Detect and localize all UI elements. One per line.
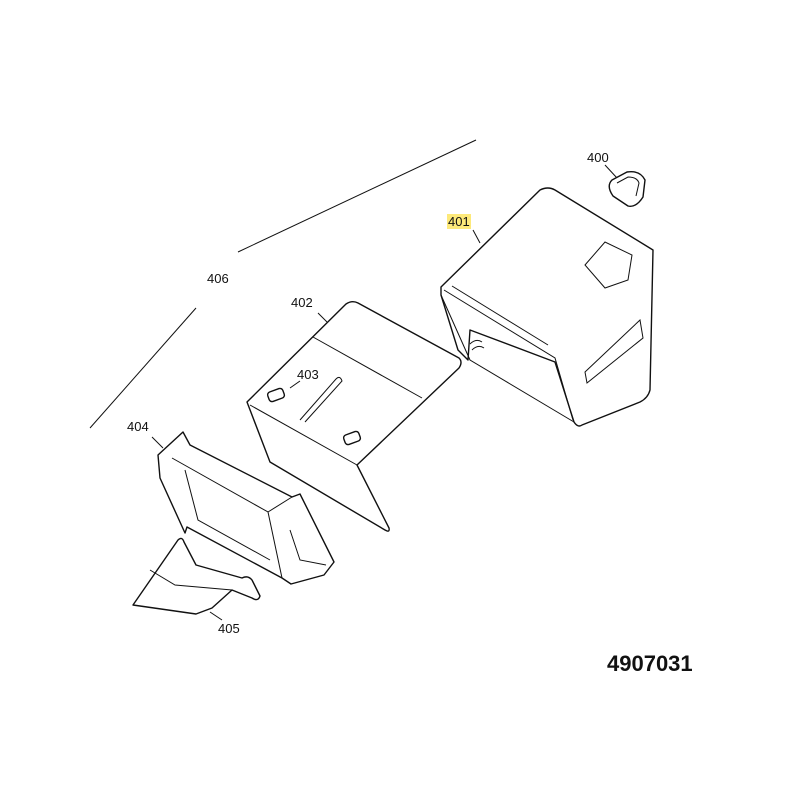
part-401-grass-bag-cover xyxy=(440,187,654,427)
part-400-cap xyxy=(604,164,646,207)
label-400: 400 xyxy=(587,150,609,165)
part-403-clips xyxy=(266,380,362,446)
part-404-chute-frame xyxy=(151,431,335,585)
label-402: 402 xyxy=(291,295,313,310)
drawing-number: 4907031 xyxy=(607,651,693,676)
label-405: 405 xyxy=(218,621,240,636)
assembly-406-bracket xyxy=(89,139,477,429)
label-404: 404 xyxy=(127,419,149,434)
part-405-chute xyxy=(132,537,261,621)
label-406: 406 xyxy=(207,271,229,286)
label-401: 401 xyxy=(447,214,471,229)
label-403: 403 xyxy=(297,367,319,382)
part-402-frame xyxy=(246,301,462,532)
